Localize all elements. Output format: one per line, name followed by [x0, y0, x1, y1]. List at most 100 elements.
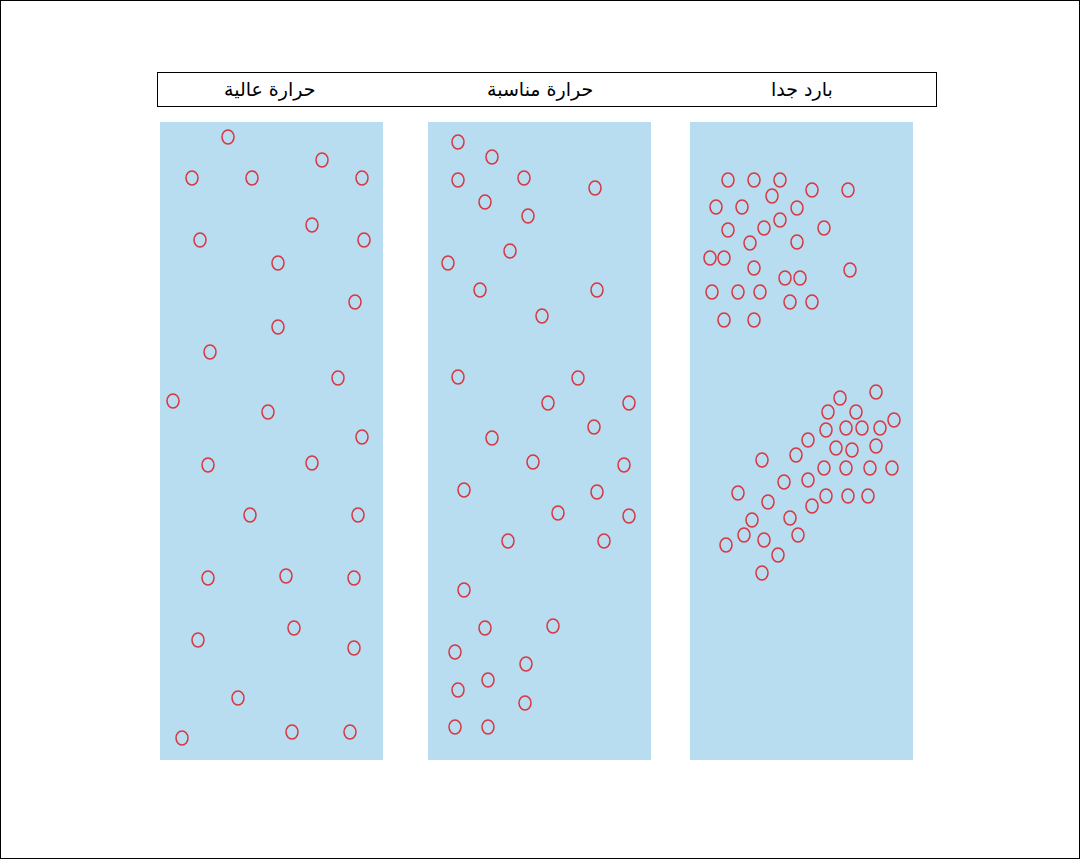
- particle: [486, 150, 498, 164]
- particle: [352, 508, 364, 522]
- particle: [888, 413, 900, 427]
- particle: [806, 183, 818, 197]
- particle: [756, 566, 768, 580]
- particle: [718, 313, 730, 327]
- particle: [479, 195, 491, 209]
- particle: [774, 173, 786, 187]
- particle: [754, 285, 766, 299]
- particle: [746, 513, 758, 527]
- temperature-label: حرارة مناسبة: [487, 78, 593, 101]
- particle: [356, 430, 368, 444]
- particle: [706, 285, 718, 299]
- particle: [452, 135, 464, 149]
- particle: [842, 489, 854, 503]
- particle: [758, 533, 770, 547]
- particle: [779, 271, 791, 285]
- particle: [736, 200, 748, 214]
- particle: [591, 283, 603, 297]
- particle: [856, 421, 868, 435]
- particle: [774, 213, 786, 227]
- temperature-label: حرارة عالية: [224, 78, 316, 101]
- particle: [194, 233, 206, 247]
- particle: [244, 508, 256, 522]
- particle: [748, 173, 760, 187]
- particle: [790, 448, 802, 462]
- particle: [520, 657, 532, 671]
- particle: [527, 455, 539, 469]
- particle: [718, 251, 730, 265]
- particle: [722, 223, 734, 237]
- particle: [818, 221, 830, 235]
- particles-moderate: [442, 135, 635, 734]
- particle: [502, 534, 514, 548]
- particle: [758, 221, 770, 235]
- particle: [474, 283, 486, 297]
- particle: [202, 571, 214, 585]
- particle: [840, 421, 852, 435]
- particle: [358, 233, 370, 247]
- particle: [280, 569, 292, 583]
- particle: [288, 621, 300, 635]
- particle: [886, 461, 898, 475]
- particle: [344, 725, 356, 739]
- temperature-label: بارد جدا: [771, 78, 833, 101]
- particle: [806, 295, 818, 309]
- particle: [874, 421, 886, 435]
- particle: [542, 396, 554, 410]
- particle: [862, 489, 874, 503]
- particle: [870, 439, 882, 453]
- particle: [482, 720, 494, 734]
- particle: [552, 506, 564, 520]
- panel-hot: [160, 122, 383, 760]
- particle: [842, 183, 854, 197]
- particle: [458, 483, 470, 497]
- particle: [806, 499, 818, 513]
- particle: [748, 313, 760, 327]
- particle: [272, 320, 284, 334]
- particle: [794, 271, 806, 285]
- particle: [547, 619, 559, 633]
- particle: [349, 295, 361, 309]
- particle: [744, 236, 756, 250]
- particle: [589, 181, 601, 195]
- particle: [176, 731, 188, 745]
- particle: [348, 641, 360, 655]
- particle: [618, 458, 630, 472]
- particle: [522, 209, 534, 223]
- particle: [738, 528, 750, 542]
- particle: [834, 391, 846, 405]
- particle: [356, 171, 368, 185]
- particle: [623, 509, 635, 523]
- particle: [519, 696, 531, 710]
- particle: [202, 458, 214, 472]
- particle: [732, 486, 744, 500]
- particle: [167, 394, 179, 408]
- particle: [844, 263, 856, 277]
- particle: [820, 423, 832, 437]
- particle: [246, 171, 258, 185]
- particle: [778, 475, 790, 489]
- particle: [272, 256, 284, 270]
- particle: [572, 371, 584, 385]
- particle: [332, 371, 344, 385]
- particle: [452, 370, 464, 384]
- particle: [306, 218, 318, 232]
- particle: [306, 456, 318, 470]
- particle: [479, 621, 491, 635]
- particle: [830, 441, 842, 455]
- particle: [820, 489, 832, 503]
- particle: [458, 583, 470, 597]
- particle: [850, 405, 862, 419]
- particle: [452, 683, 464, 697]
- particle: [840, 461, 852, 475]
- particle: [536, 309, 548, 323]
- panel-moderate: [428, 122, 651, 760]
- particle: [791, 201, 803, 215]
- particle: [818, 461, 830, 475]
- particle: [286, 725, 298, 739]
- particle: [772, 548, 784, 562]
- particle: [756, 453, 768, 467]
- particle: [222, 130, 234, 144]
- particle: [864, 461, 876, 475]
